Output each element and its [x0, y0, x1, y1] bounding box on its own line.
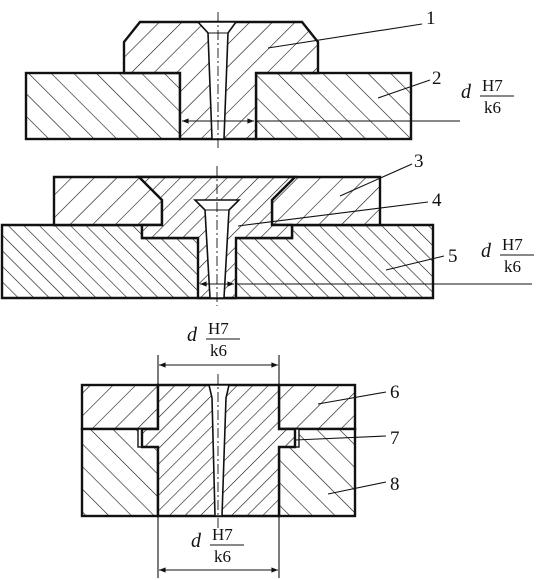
fit-symbol: d [461, 81, 472, 103]
fit-symbol: d [191, 530, 202, 552]
part-label-3: 3 [414, 151, 424, 172]
part-label-5: 5 [448, 246, 458, 267]
fit-hole-tolerance: H7 [502, 235, 523, 254]
part-label-7: 7 [390, 428, 400, 449]
part-label-6: 6 [390, 382, 400, 403]
part-labels: 1 2 3 4 5 6 7 8 [390, 8, 458, 495]
assembly-top [24, 12, 460, 148]
fit-annotation-middle: d H7 k6 [481, 235, 534, 276]
fit-annotation-top: d H7 k6 [461, 76, 514, 117]
part-label-4: 4 [432, 190, 442, 211]
part-2-right-plate [254, 71, 413, 141]
fit-annotation-bottom-lower: d H7 k6 [191, 525, 244, 566]
fit-hole-tolerance: H7 [212, 525, 233, 544]
assembly-bottom [80, 355, 357, 578]
fit-annotation-bottom-upper: d H7 k6 [187, 319, 240, 360]
assembly-middle [0, 166, 532, 306]
fit-shaft-tolerance: k6 [484, 98, 501, 117]
part-2-left-plate [24, 71, 182, 141]
fit-hole-tolerance: H7 [208, 319, 229, 338]
part-7-tapered-hole [207, 384, 231, 517]
part-label-8: 8 [390, 474, 400, 495]
part-6-right-plate [277, 383, 357, 431]
fit-symbol: d [481, 240, 492, 262]
fit-shaft-tolerance: k6 [210, 341, 227, 360]
fit-shaft-tolerance: k6 [504, 257, 521, 276]
part-label-1: 1 [426, 8, 436, 29]
leader-lines [237, 23, 445, 495]
fit-symbol: d [187, 324, 198, 346]
part-label-2: 2 [432, 68, 442, 89]
fit-shaft-tolerance: k6 [214, 547, 231, 566]
fit-hole-tolerance: H7 [482, 76, 503, 95]
part-6-left-plate [80, 383, 160, 431]
